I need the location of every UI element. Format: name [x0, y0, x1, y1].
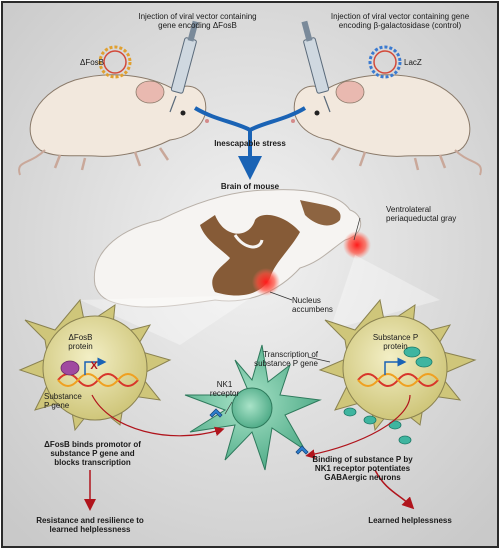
mouse-right	[291, 74, 482, 176]
stress-arrow-left	[193, 106, 251, 132]
transcription-arrow-left	[84, 357, 107, 375]
label-gene-fosb: ΔFosB	[79, 58, 104, 67]
label-binding: Binding of substance P by NK1 receptor p…	[312, 455, 413, 482]
label-helplessness: Learned helplessness	[368, 516, 452, 525]
label-gene-lacz: LacZ	[404, 58, 422, 67]
transcription-arrow-right	[384, 357, 407, 375]
substance-p-released	[398, 435, 412, 445]
hotspot-nucleus	[252, 268, 280, 296]
syringe-left	[169, 20, 199, 113]
label-injection-fosb: Injection of viral vector containing gen…	[138, 12, 257, 30]
label-fosb-protein: ΔFosB protein	[68, 333, 93, 351]
label-resistance: Resistance and resilience to learned hel…	[36, 516, 144, 534]
label-nucleus: Nucleus accumbens	[292, 296, 333, 314]
hotspot-vlpag	[343, 231, 371, 259]
label-nk1: NK1 receptor	[209, 380, 240, 398]
block-arrow	[91, 394, 225, 437]
label-injection-lacz: Injection of viral vector containing gen…	[330, 12, 470, 30]
label-brain: Brain of mouse	[220, 182, 280, 191]
label-stress: Inescapable stress	[214, 139, 286, 148]
label-substance-p-gene: Substance P gene	[44, 392, 82, 410]
label-fosb-binds: ΔFosB binds promotor of substance P gene…	[44, 440, 141, 467]
label-transcription: Transcription of substance P gene	[254, 350, 318, 368]
bind-arrow	[305, 394, 411, 459]
mouse-left	[18, 74, 209, 176]
label-vlpag: Ventrolateral periaqueductal gray	[386, 205, 457, 223]
dna-right	[357, 373, 439, 387]
fosb-protein	[60, 360, 80, 376]
gabaergic-neuron	[184, 344, 322, 471]
plasmid-fosb	[98, 45, 132, 79]
neuron-left	[18, 298, 172, 432]
nk1-receptor-icon	[209, 408, 223, 418]
substance-p-released	[388, 420, 402, 430]
substance-p-molecule	[415, 356, 433, 368]
block-mark: X	[90, 360, 98, 372]
label-substance-p-protein: Substance P protein	[372, 333, 419, 351]
plasmid-lacz	[368, 45, 402, 79]
syringe-right	[301, 20, 331, 113]
substance-p-molecule	[403, 346, 421, 358]
stress-arrow-right	[249, 106, 307, 132]
substance-p-released	[343, 407, 357, 417]
substance-p-released	[363, 415, 377, 425]
outcome-arrow-right	[374, 469, 415, 510]
